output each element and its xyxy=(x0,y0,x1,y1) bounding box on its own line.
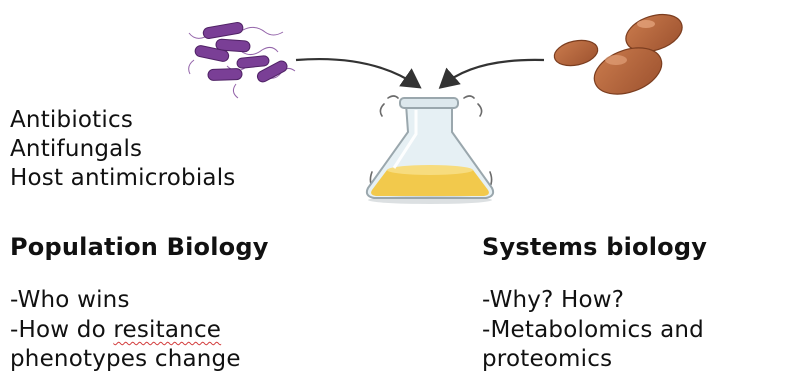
population-line-phenotypes: phenotypes change xyxy=(10,345,241,374)
population-line-resistance: -How do resitance xyxy=(10,316,221,345)
yeast-cells-icon xyxy=(552,8,687,103)
misspelled-word: resitance xyxy=(113,317,221,343)
population-biology-heading: Population Biology xyxy=(10,233,269,261)
systems-biology-heading: Systems biology xyxy=(482,233,707,261)
systems-line-metabolomics: -Metabolomics and xyxy=(482,316,704,345)
treatment-host-antimicrobials: Host antimicrobials xyxy=(10,164,235,193)
bacteria-arrow xyxy=(296,59,418,86)
systems-line-proteomics: proteomics xyxy=(482,345,612,374)
erlenmeyer-flask-icon xyxy=(367,96,493,204)
resistance-line-prefix: -How do xyxy=(10,317,113,343)
treatment-antibiotics: Antibiotics xyxy=(10,106,133,135)
rod-bacteria-icon xyxy=(189,22,295,98)
population-line-who-wins: -Who wins xyxy=(10,286,130,315)
fungi-arrow xyxy=(442,60,544,86)
systems-line-why-how: -Why? How? xyxy=(482,286,624,315)
treatment-antifungals: Antifungals xyxy=(10,135,142,164)
